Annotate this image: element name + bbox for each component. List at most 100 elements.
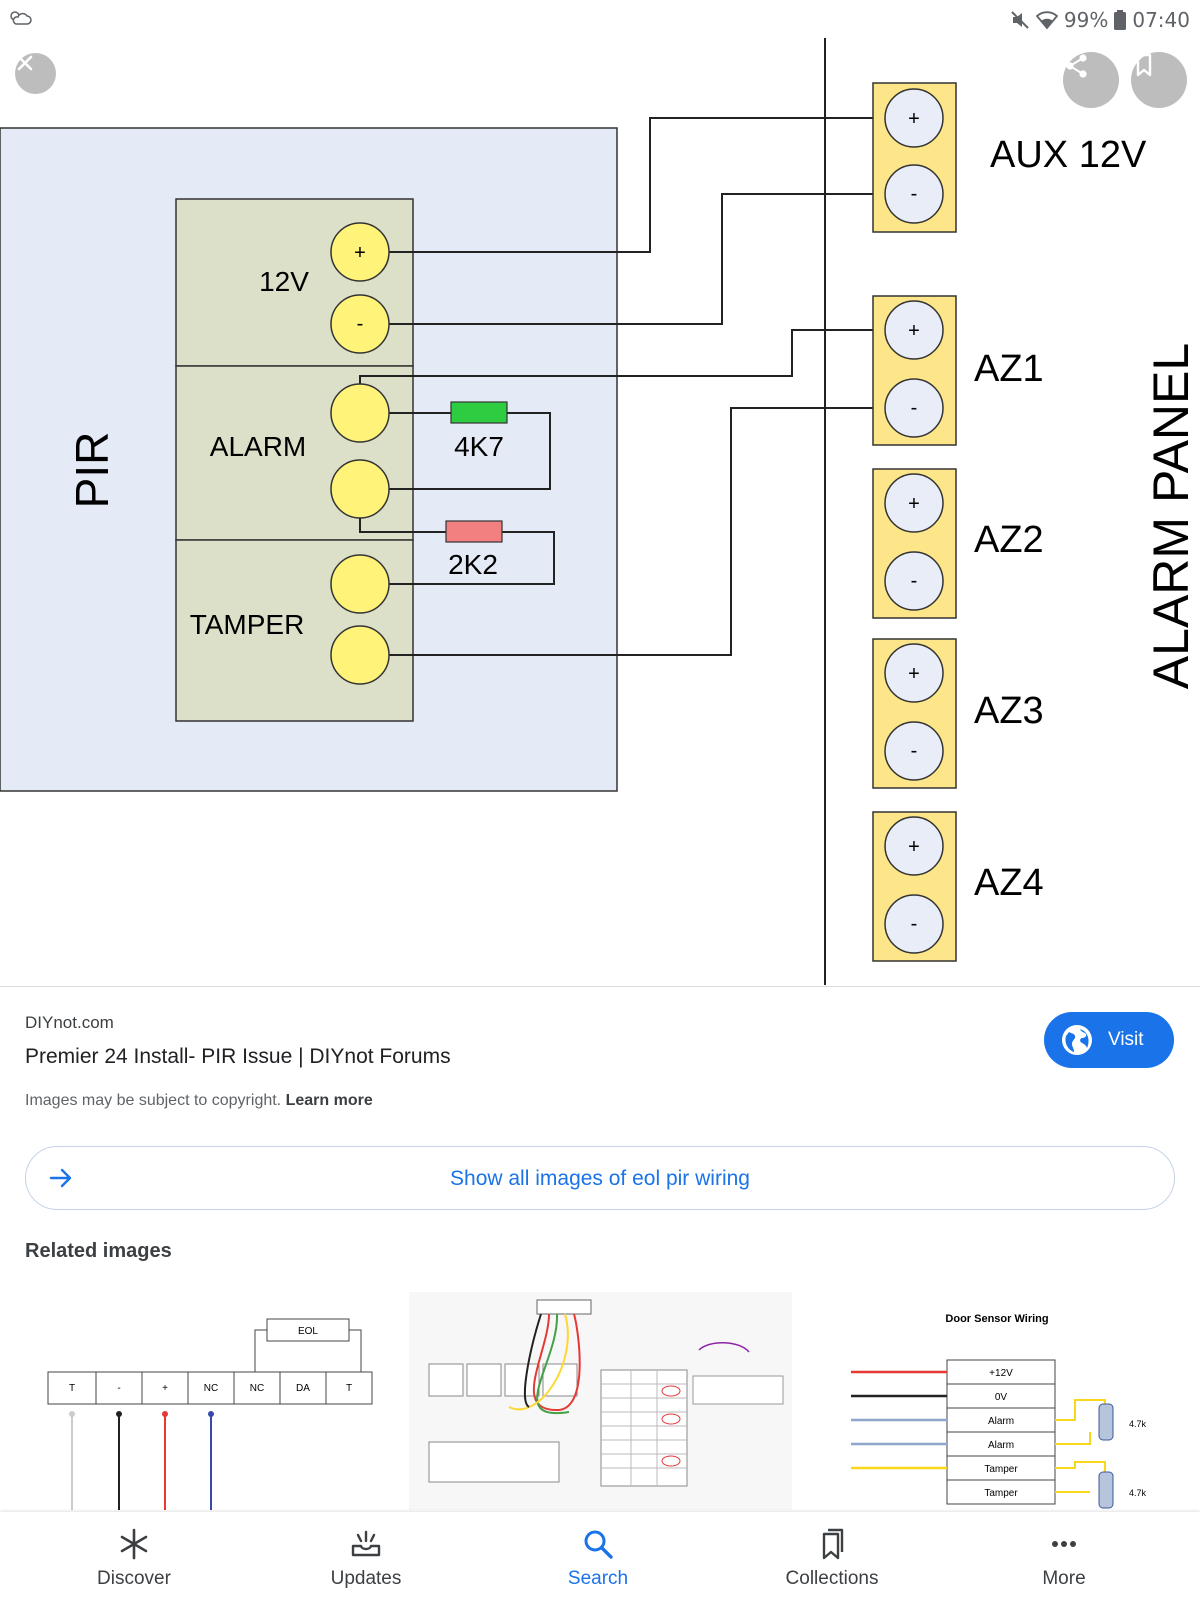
visit-label: Visit: [1108, 1029, 1144, 1050]
pir-terminal-12v-plus: [330, 222, 390, 282]
nav-collections-label: Collections: [785, 1568, 879, 1589]
label-12v: 12V: [259, 266, 309, 297]
az4-label: AZ4: [974, 862, 1044, 904]
nav-collections[interactable]: Collections: [742, 1512, 922, 1600]
pir-label: PIR: [66, 432, 118, 509]
thumb3-row-tamper1: Tamper: [984, 1464, 1018, 1475]
status-left: [6, 6, 32, 35]
bookmark-icon: [1136, 53, 1152, 77]
nav-updates[interactable]: Updates: [276, 1512, 456, 1600]
related-images-heading: Related images: [25, 1240, 172, 1262]
status-bar: 99% 07:40: [0, 0, 1200, 40]
share-icon: [1066, 54, 1087, 78]
az1-plus-sign: +: [908, 320, 920, 342]
aux-minus-terminal: [884, 164, 944, 224]
nav-discover[interactable]: Discover: [44, 1512, 224, 1600]
pir-plus-sign: +: [354, 242, 366, 264]
arrow-right-icon: [49, 1168, 72, 1188]
close-button[interactable]: [15, 53, 56, 94]
related-image-2[interactable]: [409, 1292, 792, 1510]
nav-discover-label: Discover: [97, 1568, 171, 1589]
related-image-1[interactable]: EOL T - + NC NC DA T: [12, 1292, 396, 1510]
show-all-label: Show all images of eol pir wiring: [450, 1167, 750, 1190]
related-image-3[interactable]: Door Sensor Wiring +12V 0V Alarm Alarm T…: [805, 1292, 1188, 1510]
pir-terminal-tamper-1: [330, 554, 390, 614]
alarm-panel-label: ALARM PANEL: [1143, 343, 1199, 689]
az3-minus-terminal: [884, 721, 944, 781]
az1-label: AZ1: [974, 348, 1044, 390]
copyright-notice: Images may be subject to copyright. Lear…: [25, 1092, 373, 1110]
show-all-images-button[interactable]: Show all images of eol pir wiring: [25, 1146, 1175, 1210]
search-icon: [584, 1530, 613, 1559]
az2-minus-sign: -: [911, 570, 918, 592]
thumb1-terminal-t2: T: [346, 1383, 352, 1394]
thumb3-row-0v: 0V: [995, 1392, 1008, 1403]
resistor-4k7: [450, 401, 508, 424]
aux-12v-label: AUX 12V: [990, 134, 1147, 176]
az1-minus-sign: -: [911, 397, 918, 419]
weather-icon: [10, 11, 32, 25]
thumb3-row-12v: +12V: [989, 1368, 1013, 1379]
asterisk-icon: [120, 1528, 148, 1560]
az3-plus-sign: +: [908, 663, 920, 685]
result-info-divider: [0, 986, 1200, 987]
image-viewer[interactable]: PIR 12V ALARM TAMPER 4K7 2K2: [0, 0, 1200, 988]
source-page-title[interactable]: Premier 24 Install- PIR Issue | DIYnot F…: [25, 1045, 451, 1068]
thumb1-terminal-nc1: NC: [204, 1383, 218, 1394]
aux-plus-terminal: [884, 88, 944, 148]
az2-plus-sign: +: [908, 493, 920, 515]
wire-az1-plus: [359, 329, 886, 396]
nav-updates-label: Updates: [330, 1568, 402, 1589]
nav-search[interactable]: Search: [508, 1512, 688, 1600]
thumb1-terminal-plus: +: [162, 1383, 168, 1394]
wiring-diagram: PIR 12V ALARM TAMPER 4K7 2K2: [0, 38, 1199, 985]
resistor-4k7-label: 4K7: [454, 431, 504, 462]
nav-more[interactable]: More: [974, 1512, 1154, 1600]
pir-terminal-alarm-2: [330, 459, 390, 519]
resistor-2k2-label: 2K2: [448, 549, 498, 580]
label-tamper: TAMPER: [190, 609, 305, 640]
share-button[interactable]: [1063, 52, 1119, 108]
label-alarm: ALARM: [210, 431, 306, 462]
az4-minus-terminal: [884, 894, 944, 954]
az4-plus-sign: +: [908, 836, 920, 858]
pir-terminal-alarm-1: [330, 383, 390, 443]
status-right: 99% 07:40: [1010, 8, 1190, 32]
az1-plus-terminal: [884, 300, 944, 360]
az3-plus-terminal: [884, 643, 944, 703]
thumb3-row-alarm2: Alarm: [988, 1440, 1014, 1451]
az4-plus-terminal: [884, 816, 944, 876]
bottom-navigation: Discover Updates Search Collections More: [0, 1512, 1200, 1600]
wire-alarm-tamper: [359, 518, 446, 533]
thumb1-terminal-minus: -: [117, 1383, 120, 1394]
collections-icon: [822, 1528, 844, 1560]
terminal-wiring-thumbnail: EOL T - + NC NC DA T: [12, 1292, 396, 1510]
az2-plus-terminal: [884, 473, 944, 533]
thumb1-terminal-nc2: NC: [250, 1383, 264, 1394]
wire-alarm-res-back: [389, 412, 551, 490]
wire-plus: [389, 117, 886, 253]
thumb3-resistor-1: 4.7k: [1129, 1419, 1147, 1429]
learn-more-link[interactable]: Learn more: [285, 1092, 373, 1109]
nav-more-label: More: [1042, 1568, 1086, 1589]
aux-minus-sign: -: [911, 183, 918, 205]
source-site[interactable]: DIYnot.com: [25, 1013, 114, 1032]
panel-jumper-thumbnail: [409, 1292, 792, 1510]
battery-icon: [1114, 10, 1127, 30]
pir-terminal-tamper-2: [330, 625, 390, 685]
close-icon: [17, 55, 33, 71]
thumb3-resistor-2: 4.7k: [1129, 1488, 1147, 1498]
battery-percent: 99%: [1063, 8, 1109, 32]
clock: 07:40: [1132, 8, 1190, 32]
save-button[interactable]: [1131, 52, 1187, 108]
aux-plus-sign: +: [908, 108, 920, 130]
wire-minus: [389, 193, 886, 325]
visit-button[interactable]: Visit: [1044, 1012, 1174, 1068]
thumb3-row-tamper2: Tamper: [984, 1488, 1018, 1499]
az4-minus-sign: -: [911, 913, 918, 935]
thumb1-terminal-t: T: [69, 1383, 75, 1394]
thumb3-title: Door Sensor Wiring: [945, 1313, 1048, 1325]
az2-minus-terminal: [884, 551, 944, 611]
updates-icon: [351, 1530, 381, 1557]
pir-minus-sign: -: [357, 313, 364, 335]
